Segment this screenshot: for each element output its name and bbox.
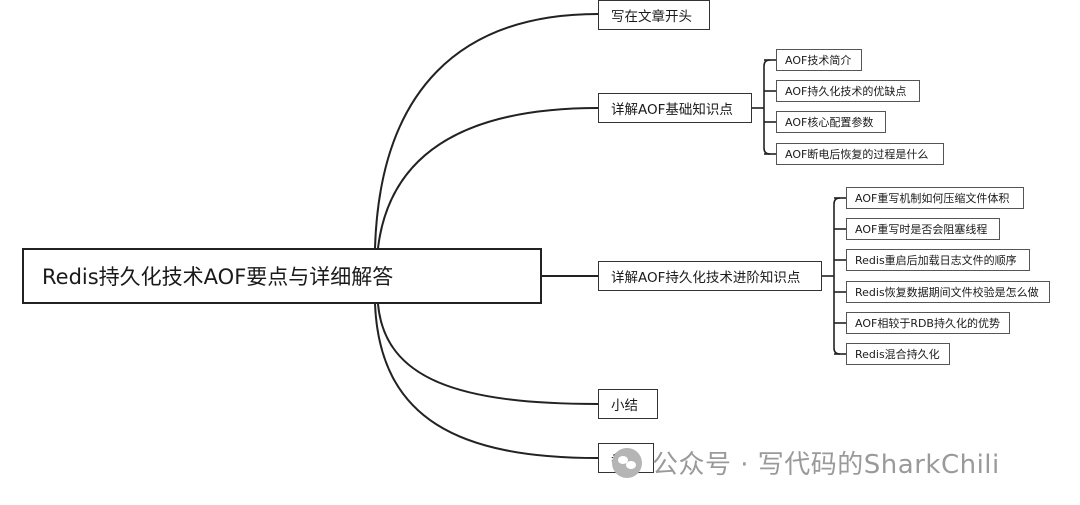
connector-root-b4 [374,303,599,459]
wechat-icon [612,447,642,478]
branch-node-aof-basics[interactable]: 详解AOF基础知识点 [598,93,752,123]
leaf-node[interactable]: AOF相较于RDB持久化的优势 [846,312,1010,334]
leaf-node[interactable]: AOF重写时是否会阻塞线程 [846,218,1000,240]
watermark-text: 公众号 · 写代码的SharkChili [652,450,1000,480]
connector-b1-bracket [763,59,771,155]
connector-b2-bracket [833,197,841,355]
leaf-node[interactable]: AOF断电后恢复的过程是什么 [776,143,944,165]
connector-root-b3 [377,303,599,405]
leaf-node[interactable]: Redis恢复数据期间文件校验是怎么做 [846,281,1050,303]
watermark: 公众号 · 写代码的SharkChili [612,444,1000,481]
leaf-node[interactable]: Redis混合持久化 [846,343,950,365]
leaf-node[interactable]: AOF持久化技术的优缺点 [776,80,920,102]
leaf-node[interactable]: AOF重写机制如何压缩文件体积 [846,187,1024,209]
root-node[interactable]: Redis持久化技术AOF要点与详细解答 [22,248,542,304]
leaf-node[interactable]: Redis重启后加载日志文件的顺序 [846,249,1030,271]
branch-node-aof-advanced[interactable]: 详解AOF持久化技术进阶知识点 [598,261,822,291]
connector-root-b1 [377,107,599,249]
leaf-node[interactable]: AOF技术简介 [776,49,862,71]
branch-node-intro[interactable]: 写在文章开头 [598,0,710,30]
branch-node-summary[interactable]: 小结 [598,389,658,419]
connector-root-b0 [374,13,599,249]
leaf-node[interactable]: AOF核心配置参数 [776,111,886,133]
